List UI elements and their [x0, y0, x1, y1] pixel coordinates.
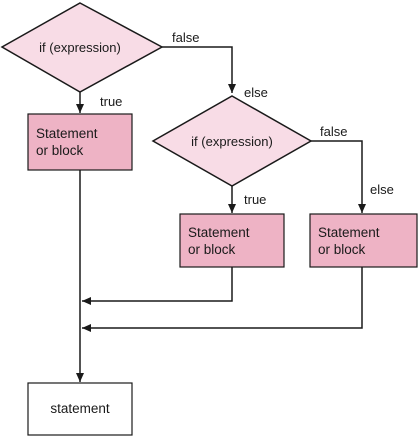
final-statement: statement: [27, 382, 133, 436]
edge-block3-merge: [82, 267, 363, 332]
edge-label-d3-else: else: [370, 182, 394, 197]
decision-1: if (expression): [0, 2, 164, 93]
decision-2-label: if (expression): [191, 134, 273, 149]
block-1-label-line2: or block: [36, 143, 84, 158]
edge-block2-merge: [82, 267, 233, 305]
edge-label-d1-false: false: [172, 30, 199, 45]
decision-1-label: if (expression): [39, 40, 121, 55]
block-1: Statement or block: [27, 113, 133, 171]
block-2: Statement or block: [179, 213, 285, 268]
edge-d2-false: [311, 140, 366, 213]
block-1-box: [27, 113, 133, 171]
block-1-label-line1: Statement: [36, 126, 98, 141]
edge-label-d2-false: false: [320, 124, 347, 139]
edge-d1-false: [162, 46, 236, 93]
block-2-label-line2: or block: [188, 242, 236, 257]
decision-1-diamond: [0, 2, 164, 93]
edge-label-d2-true: true: [244, 192, 266, 207]
final-statement-box: [27, 382, 133, 436]
decision-2-diamond: [151, 95, 313, 187]
decision-2: if (expression): [151, 95, 313, 187]
block-3-label-line2: or block: [318, 242, 366, 257]
block-3-label-line1: Statement: [318, 225, 380, 240]
block-2-box: [179, 213, 285, 268]
block-2-label-line1: Statement: [188, 225, 250, 240]
final-statement-label: statement: [50, 401, 110, 416]
block-3-box: [309, 213, 418, 268]
block-3: Statement or block: [309, 213, 418, 268]
edge-label-d1-true: true: [100, 94, 122, 109]
edge-label-d2-else: else: [244, 85, 268, 100]
